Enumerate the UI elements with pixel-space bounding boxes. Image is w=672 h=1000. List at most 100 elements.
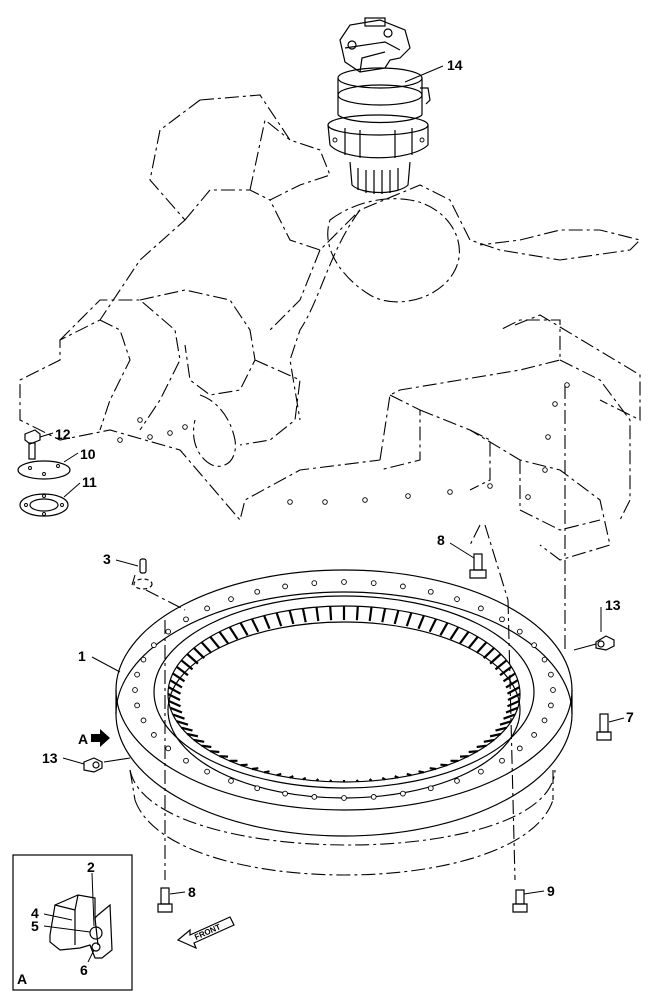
gear-tooth xyxy=(368,778,373,782)
leader-lines xyxy=(39,65,625,895)
gear-tooth xyxy=(169,706,183,714)
gear-tooth xyxy=(355,606,359,621)
ring-bolt-hole xyxy=(183,757,189,764)
ring-bolt-hole xyxy=(183,616,189,623)
callout-11: 11 xyxy=(82,474,97,490)
gear-tooth xyxy=(176,720,189,726)
gear-tooth xyxy=(209,636,221,649)
gear-tooth xyxy=(439,622,449,636)
ring-bolt-hole xyxy=(370,794,377,800)
gear-tooth xyxy=(218,631,229,645)
gear-tooth xyxy=(301,608,307,623)
gear-tooth xyxy=(251,767,259,771)
gear-teeth xyxy=(167,606,521,783)
gear-tooth xyxy=(381,776,386,781)
gear-tooth xyxy=(499,720,512,726)
gear-tooth xyxy=(507,699,520,708)
gear-tooth xyxy=(251,618,260,633)
gear-tooth xyxy=(393,610,400,625)
gear-tooth xyxy=(329,606,333,621)
ring-bolt-hole xyxy=(516,745,523,752)
callout-2: 2 xyxy=(87,859,95,875)
ring-bolt-hole xyxy=(541,717,548,724)
callout-1: 1 xyxy=(78,648,86,664)
view-arrow-icon xyxy=(91,729,110,747)
ring-bolt-hole xyxy=(134,702,140,709)
gear-tooth xyxy=(406,772,412,777)
inset-title: A xyxy=(17,971,27,987)
ring-bolt-hole xyxy=(427,588,434,595)
gear-tooth xyxy=(275,612,283,627)
ring-bolt-hole xyxy=(478,605,484,612)
gear-tooth xyxy=(418,770,425,774)
ring-bolt-hole xyxy=(165,628,172,635)
ring-bolt-hole xyxy=(516,628,523,635)
gear-tooth xyxy=(175,665,189,677)
gear-tooth xyxy=(449,626,460,640)
callout-6: 6 xyxy=(80,962,88,978)
gear-tooth xyxy=(429,767,437,771)
gear-tooth xyxy=(289,775,294,779)
gear-tooth xyxy=(368,606,373,622)
ring-bolt-hole xyxy=(311,580,318,586)
ring-bolt-hole xyxy=(228,596,234,602)
ring-bolt-hole xyxy=(140,717,147,724)
ring-bolt-hole xyxy=(140,656,147,663)
ring-bolt-hole xyxy=(548,702,554,709)
gear-tooth xyxy=(315,778,320,782)
callout-13-right: 13 xyxy=(605,597,621,613)
gear-tooth xyxy=(239,622,249,636)
gear-tooth xyxy=(172,713,185,720)
callout-12: 12 xyxy=(55,426,71,442)
bolt-part-8-lower xyxy=(157,887,173,913)
gear-tooth xyxy=(355,779,359,783)
ring-bolt-hole xyxy=(132,687,138,693)
gear-tooth xyxy=(302,776,307,781)
callout-14: 14 xyxy=(447,57,463,73)
gasket-part-11 xyxy=(19,493,69,517)
gear-tooth xyxy=(417,615,425,630)
gear-tooth xyxy=(240,763,248,767)
view-a-letter: A xyxy=(78,731,88,747)
gear-tooth xyxy=(263,615,271,630)
cover-part-10 xyxy=(17,460,71,480)
gear-tooth xyxy=(475,641,488,654)
ring-bolt-hole xyxy=(454,596,460,602)
ring-bolt-hole xyxy=(531,732,537,738)
gear-tooth xyxy=(440,763,448,767)
gear-tooth xyxy=(193,647,205,659)
gear-tooth xyxy=(186,732,199,738)
frame-bolt-holes xyxy=(117,382,570,505)
ring-bolt-hole xyxy=(151,642,157,648)
gear-tooth xyxy=(193,738,205,743)
callout-8-upper: 8 xyxy=(437,532,445,548)
gear-tooth xyxy=(180,659,194,671)
grease-fitting-13-left xyxy=(83,757,103,773)
callout-10: 10 xyxy=(80,446,96,462)
gear-tooth xyxy=(483,647,495,659)
ring-bolt-hole xyxy=(400,790,406,797)
gear-tooth xyxy=(201,744,212,749)
ring-bolt-hole xyxy=(204,605,210,612)
detail-view-a-inset: A 2 4 5 6 xyxy=(12,854,133,991)
gear-tooth xyxy=(167,686,182,695)
ring-bolt-hole xyxy=(282,790,288,797)
gear-tooth xyxy=(168,699,181,708)
bolt-part-9 xyxy=(512,889,528,913)
ring-bolt-hole xyxy=(400,583,406,590)
gear-tooth xyxy=(181,726,193,732)
front-label: FRONT xyxy=(193,922,222,941)
bolt-part-7 xyxy=(596,713,612,741)
swing-bearing-ring xyxy=(115,569,573,837)
gear-tooth xyxy=(394,775,399,779)
gear-tooth xyxy=(210,750,220,754)
ring-bolt-hole xyxy=(341,579,347,585)
view-a-marker: A xyxy=(78,729,110,747)
callout-3: 3 xyxy=(103,551,111,567)
gear-tooth xyxy=(381,608,387,623)
gear-tooth xyxy=(503,713,516,720)
gear-tooth xyxy=(315,606,320,622)
gear-tooth xyxy=(506,686,521,695)
ring-bolt-hole xyxy=(478,768,484,775)
